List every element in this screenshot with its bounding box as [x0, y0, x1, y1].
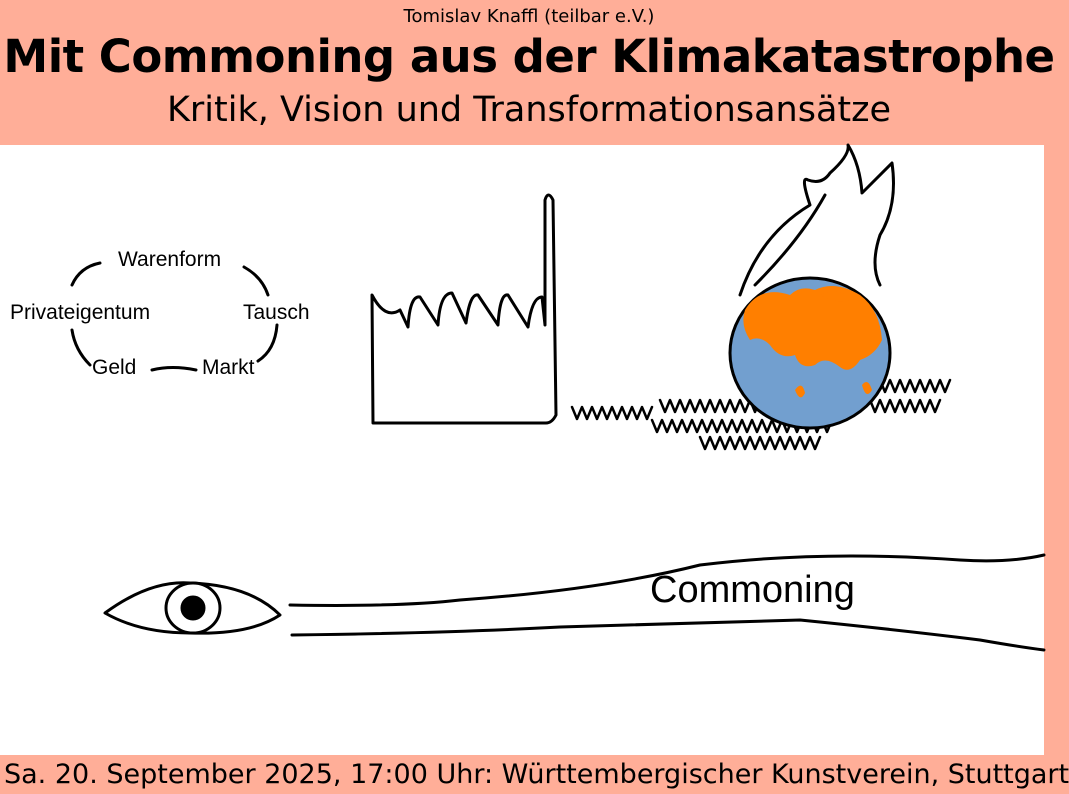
arc-geld-markt: [150, 366, 198, 372]
arc-tausch-markt: [256, 323, 279, 363]
cycle-label-geld: Geld: [92, 356, 137, 379]
burning-earth-icon: [728, 276, 892, 430]
factory-icon: [370, 193, 558, 425]
flame-icon: [738, 143, 895, 297]
illustration-canvas: Warenform Tausch Markt Geld Privateigent…: [0, 143, 1046, 755]
cycle-label-warenform: Warenform: [118, 248, 222, 271]
footer-event-info: Sa. 20. September 2025, 17:00 Uhr: Württ…: [4, 759, 1069, 790]
cycle-label-privateigentum: Privateigentum: [10, 301, 151, 324]
cycle-label-markt: Markt: [202, 356, 255, 379]
arc-privateigentum-warenform: [70, 261, 102, 287]
page-subtitle: Kritik, Vision und Transformationsansätz…: [166, 90, 892, 130]
author: Tomislav Knaffl (teilbar e.V.): [403, 6, 655, 27]
arc-warenform-tausch: [242, 265, 270, 297]
continent-shape: [743, 286, 882, 370]
header: Tomislav Knaffl (teilbar e.V.) Mit Commo…: [0, 0, 1058, 144]
cycle-label-tausch: Tausch: [243, 301, 310, 324]
illustration-svg: [70, 143, 1046, 652]
commoning-label: Commoning: [650, 569, 855, 611]
cycle-arrows: [70, 261, 279, 372]
arc-geld-privateigentum: [70, 328, 92, 367]
commoning-path: [288, 553, 1046, 652]
eye-icon: [103, 581, 282, 635]
page-title: Mit Commoning aus der Klimakatastrophe: [3, 30, 1055, 83]
